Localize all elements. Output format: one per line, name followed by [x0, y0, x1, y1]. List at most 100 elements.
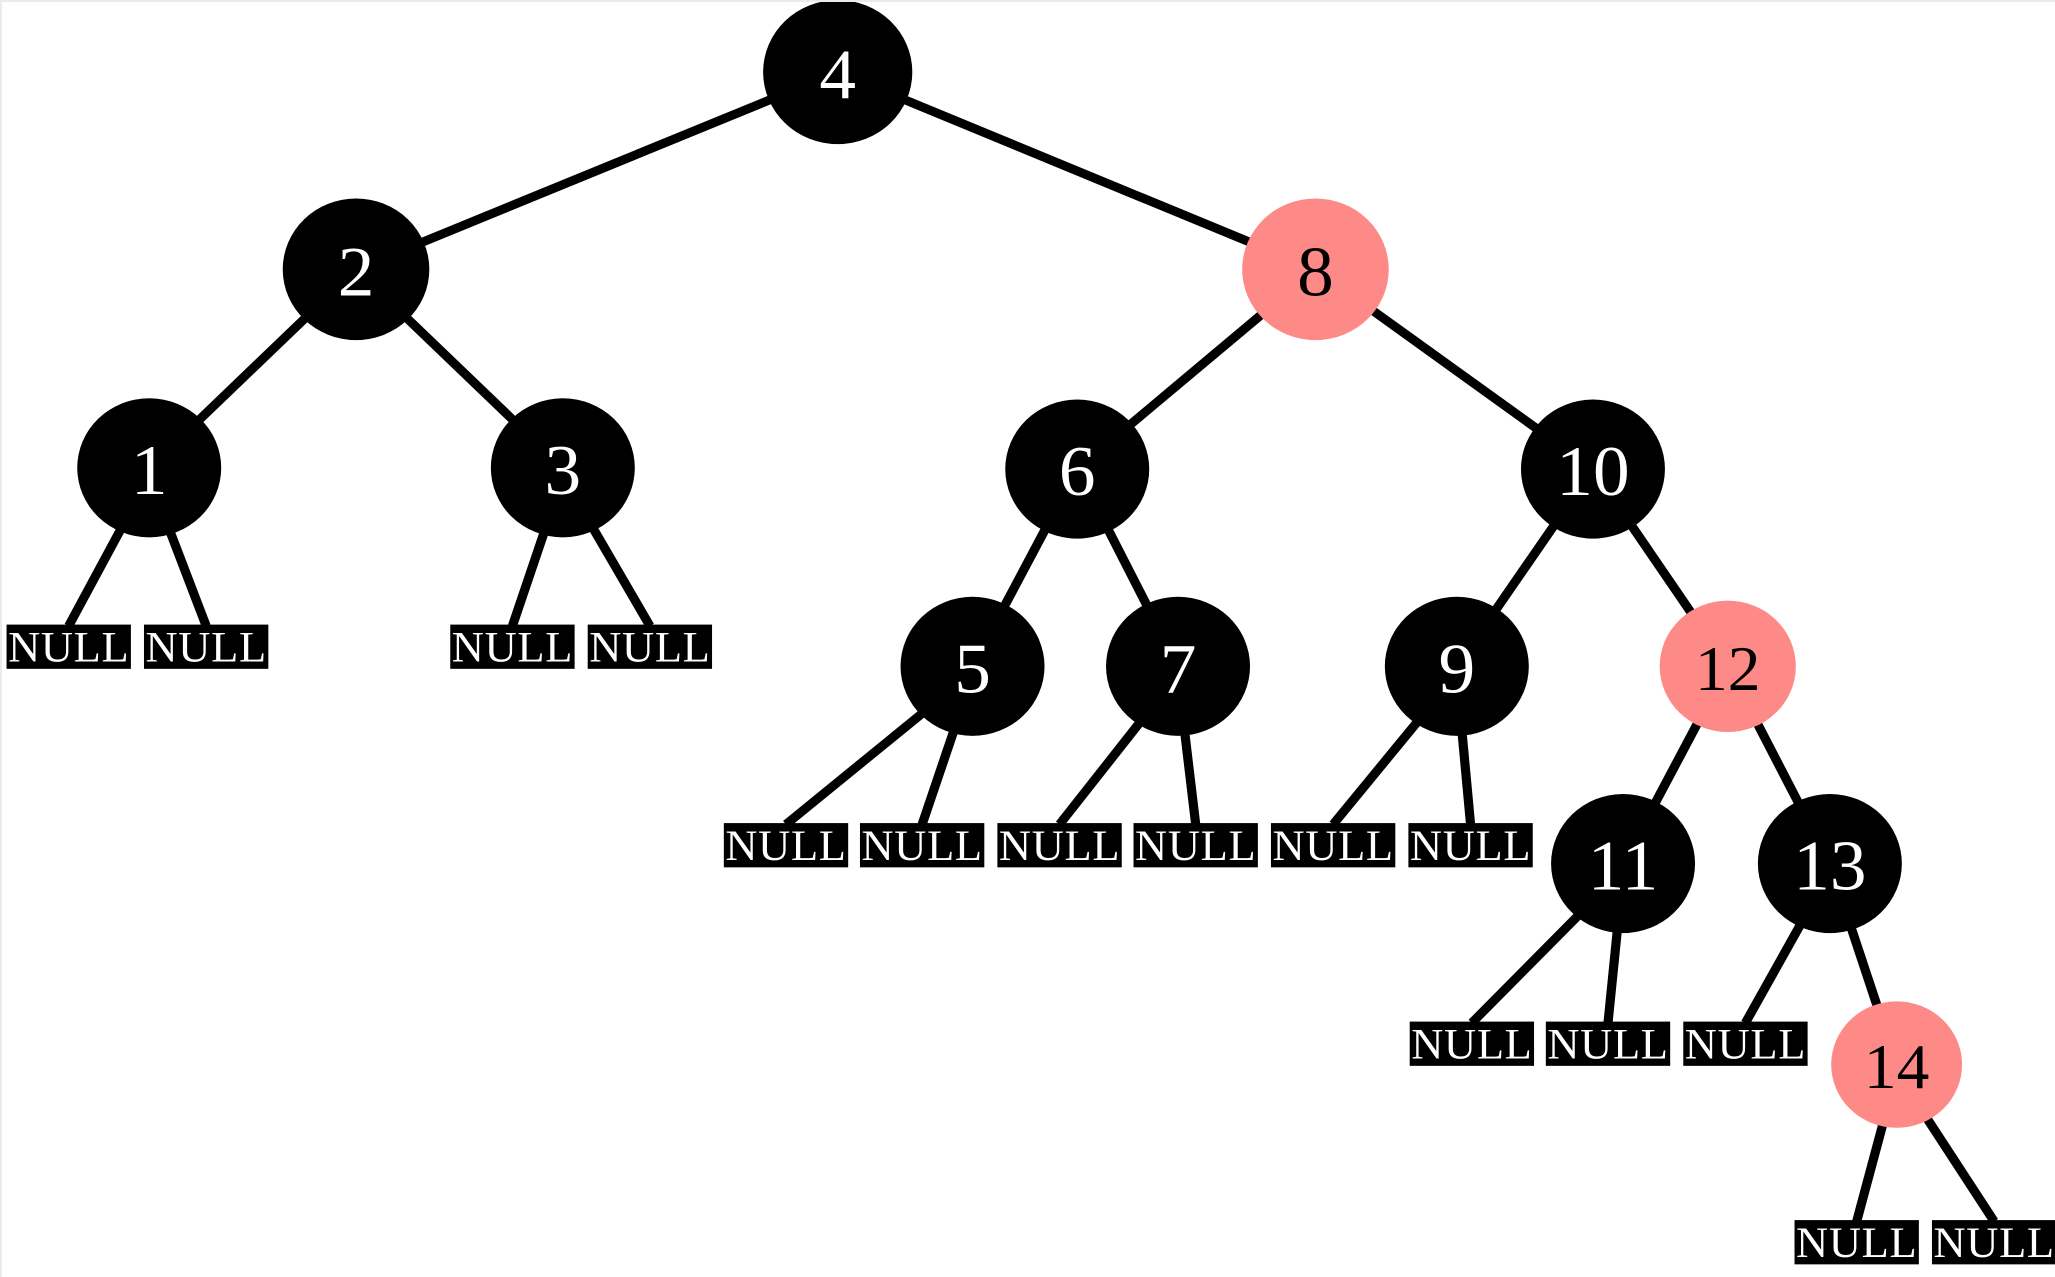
- null-leaf: NULL: [450, 624, 575, 672]
- node-key-label: 10: [1556, 432, 1629, 511]
- tree-edge: [583, 517, 654, 629]
- tree-node-3[interactable]: 3: [490, 398, 635, 538]
- node-key-label: 5: [954, 630, 991, 709]
- null-leaf: NULL: [1683, 1021, 1808, 1069]
- node-key-label: 8: [1297, 233, 1334, 312]
- null-leaf-box: [1683, 1021, 1808, 1066]
- tree-node-10[interactable]: 10: [1520, 399, 1665, 539]
- node-circle-black[interactable]: [1005, 399, 1150, 539]
- node-circle-black[interactable]: [1106, 596, 1251, 736]
- null-leaf-label: NULL: [1135, 823, 1256, 870]
- null-leaf-label: NULL: [1272, 823, 1393, 870]
- null-leaf-box: [1270, 823, 1396, 868]
- null-leaf-box: [1408, 823, 1533, 868]
- node-key-label: 11: [1588, 827, 1659, 906]
- tree-edge: [1748, 712, 1808, 815]
- tree-edge: [1603, 919, 1623, 1024]
- tree-edge: [1843, 916, 1885, 1017]
- null-leaf: NULL: [859, 823, 985, 870]
- node-key-label: 7: [1160, 630, 1197, 709]
- tree-node-8[interactable]: 8: [1242, 198, 1389, 341]
- null-leaf-label: NULL: [1685, 1021, 1806, 1068]
- tree-node-9[interactable]: 9: [1384, 596, 1529, 736]
- null-leaf: NULL: [1408, 823, 1533, 870]
- node-key-label: 4: [819, 35, 856, 114]
- node-circle-black[interactable]: [1757, 794, 1902, 934]
- tree-edge: [1741, 913, 1810, 1025]
- node-key-label: 9: [1439, 630, 1476, 709]
- null-leaf-box: [1409, 1021, 1535, 1066]
- null-leaf: NULL: [1545, 1021, 1671, 1069]
- node-key-label: 1: [131, 431, 168, 510]
- null-leaf: NULL: [997, 823, 1122, 870]
- node-circle-black[interactable]: [763, 0, 913, 145]
- null-leaf-box: [587, 624, 713, 669]
- null-leaf-box: [6, 624, 131, 669]
- null-leaf-label: NULL: [1411, 1021, 1532, 1068]
- null-leaf-box: [1931, 1220, 2055, 1265]
- tree-node-5[interactable]: 5: [900, 596, 1045, 736]
- node-key-label: 6: [1059, 432, 1096, 511]
- null-leaf: NULL: [723, 823, 849, 870]
- node-circle-black[interactable]: [490, 398, 635, 538]
- node-circle-black[interactable]: [1520, 399, 1665, 539]
- null-leaves-layer: NULL NULL NULL NULL NULL NULL NULL NULL NULL NULL…: [6, 624, 2055, 1267]
- null-leaf-label: NULL: [1410, 823, 1531, 870]
- null-leaf: NULL: [1931, 1220, 2055, 1267]
- tree-node-6[interactable]: 6: [1005, 399, 1150, 539]
- null-leaf: NULL: [587, 624, 713, 672]
- tree-node-11[interactable]: 11: [1551, 794, 1696, 934]
- tree-node-13[interactable]: 13: [1757, 794, 1902, 934]
- null-leaf-box: [1794, 1220, 1919, 1265]
- null-leaf-box: [723, 823, 849, 868]
- tree-node-4[interactable]: 4: [763, 0, 913, 145]
- null-leaf-label: NULL: [452, 624, 573, 671]
- tree-edge: [508, 521, 552, 628]
- node-circle-red[interactable]: [1831, 1001, 1963, 1128]
- node-circle-black[interactable]: [77, 398, 222, 538]
- tree-edge: [409, 91, 784, 251]
- node-circle-red[interactable]: [1242, 198, 1389, 341]
- tree-node-14[interactable]: 14: [1831, 1001, 1963, 1128]
- null-leaf: NULL: [1133, 823, 1258, 870]
- edges-layer: [64, 91, 1999, 1224]
- tree-edge: [892, 91, 1262, 251]
- tree-edge: [162, 520, 211, 628]
- node-circle-black[interactable]: [1551, 794, 1696, 934]
- node-circle-black[interactable]: [900, 596, 1045, 736]
- tree-node-7[interactable]: 7: [1106, 596, 1251, 736]
- tree-edge: [64, 518, 130, 628]
- null-leaf-box: [997, 823, 1122, 868]
- node-circle-red[interactable]: [1659, 600, 1796, 733]
- tree-edge: [1099, 518, 1157, 618]
- null-leaf-label: NULL: [725, 823, 846, 870]
- node-circle-black[interactable]: [1384, 596, 1529, 736]
- node-key-label: 14: [1864, 1032, 1929, 1102]
- tree-edge: [1329, 710, 1428, 828]
- null-leaf: NULL: [143, 624, 269, 672]
- node-circle-black[interactable]: [282, 198, 430, 341]
- node-key-label: 3: [545, 431, 582, 510]
- tree-node-12[interactable]: 12: [1659, 600, 1796, 733]
- null-leaf: NULL: [1409, 1021, 1535, 1069]
- tree-edge: [1917, 1108, 1999, 1224]
- null-leaf-label: NULL: [8, 624, 129, 671]
- tree-edge: [1179, 722, 1201, 825]
- null-leaf-label: NULL: [1796, 1220, 1917, 1267]
- tree-edge: [395, 307, 525, 431]
- tree-edge: [1456, 722, 1476, 825]
- null-leaf-label: NULL: [146, 624, 267, 671]
- tree-node-1[interactable]: 1: [77, 398, 222, 538]
- node-key-label: 12: [1695, 634, 1760, 704]
- null-leaf-label: NULL: [861, 823, 982, 870]
- tree-edge: [917, 719, 962, 826]
- tree-edge: [995, 517, 1055, 618]
- null-leaf-box: [450, 624, 575, 669]
- null-leaf-label: NULL: [999, 823, 1120, 870]
- null-leaf-box: [1133, 823, 1258, 868]
- tree-node-2[interactable]: 2: [282, 198, 430, 341]
- tree-edge: [1055, 711, 1150, 828]
